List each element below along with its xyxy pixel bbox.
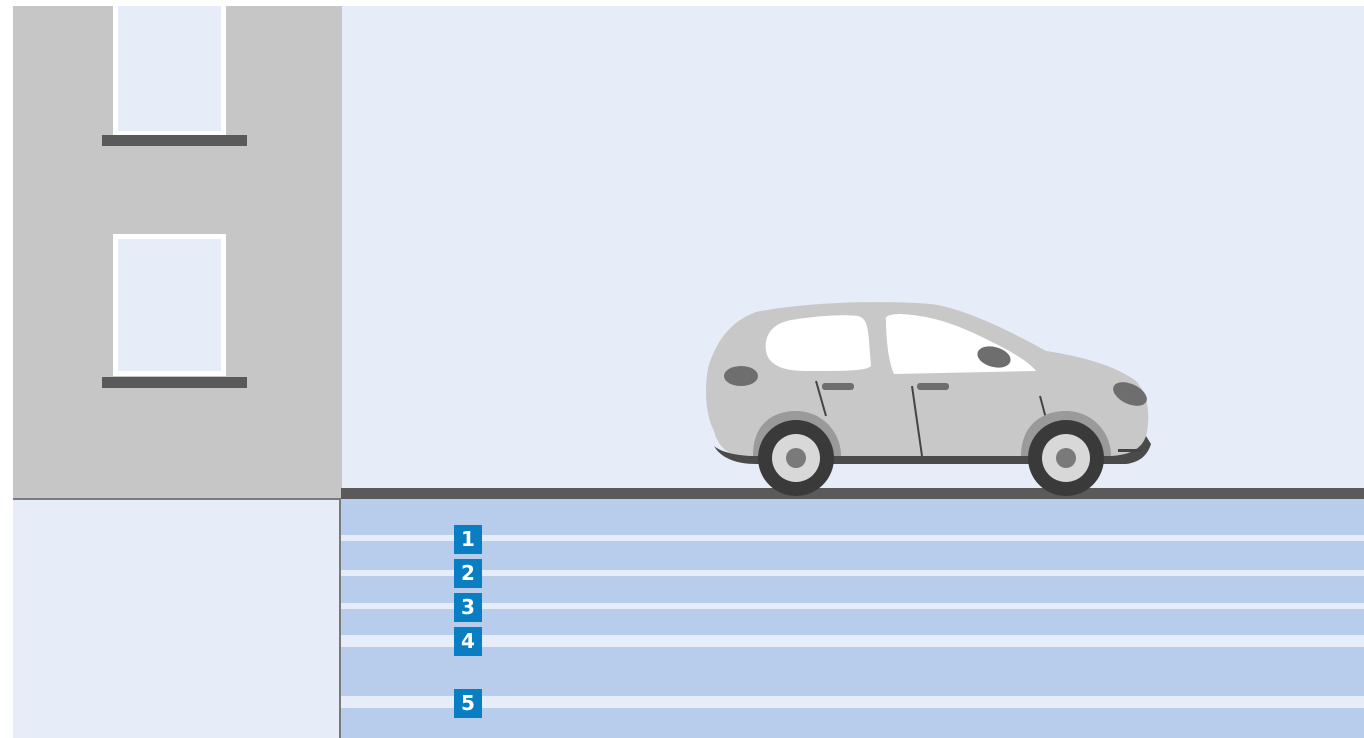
car-trim (1118, 449, 1142, 452)
layer-badge-4: 4 (454, 627, 482, 656)
window-lower (113, 234, 226, 376)
diagram-canvas: 1 2 3 4 5 (13, 6, 1364, 738)
layer-badge-2: 2 (454, 559, 482, 588)
layer-separator (341, 696, 1364, 708)
car-door-handle (917, 383, 949, 390)
window-sill-lower (102, 377, 247, 388)
building-facade (13, 6, 342, 498)
car-door-handle (822, 383, 854, 390)
window-upper (113, 6, 226, 136)
layer-separator (341, 635, 1364, 647)
layer-badge-5: 5 (454, 689, 482, 718)
basement-divider-horizontal (13, 498, 342, 500)
layer-separator (341, 535, 1364, 541)
car-wheel-rear-hub (786, 448, 806, 468)
car-rear-light (724, 366, 758, 386)
window-sill-upper (102, 135, 247, 146)
layer-separator (341, 603, 1364, 609)
car-wheel-front-hub (1056, 448, 1076, 468)
layer-separator (341, 570, 1364, 576)
car-window-rear (766, 315, 871, 371)
layer-badge-1: 1 (454, 525, 482, 554)
car-illustration (696, 296, 1156, 496)
layer-badge-3: 3 (454, 593, 482, 622)
